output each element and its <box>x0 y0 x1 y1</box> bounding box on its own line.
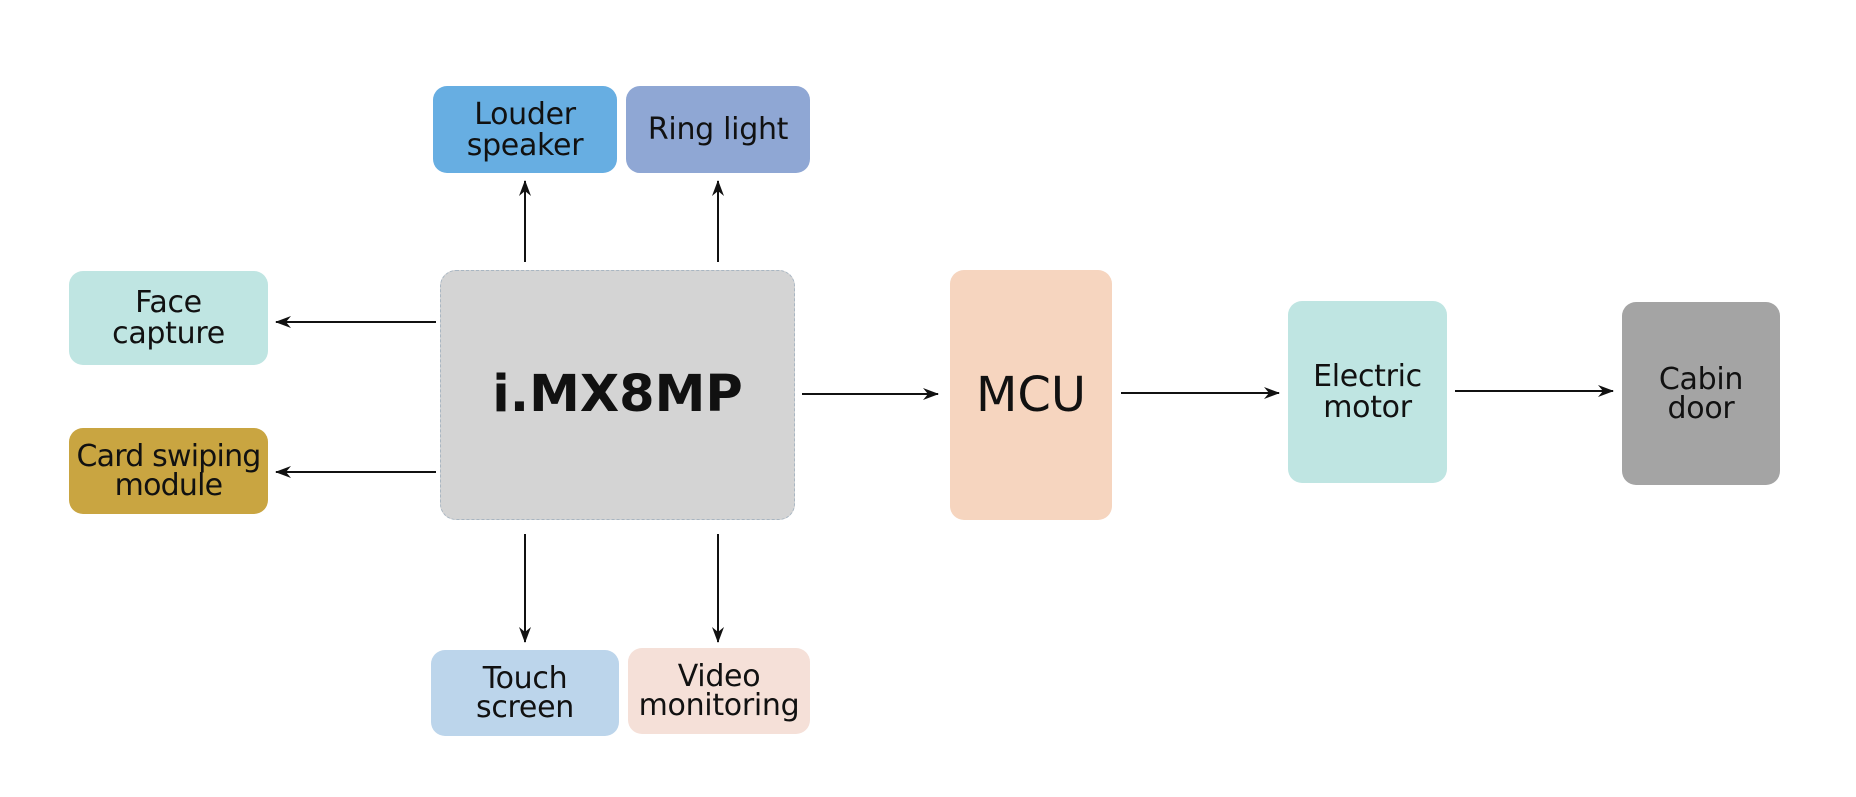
louder-speaker-block: Louder speaker <box>433 86 617 173</box>
face-capture-label-line2: capture <box>112 316 225 351</box>
video-monitoring-label-line1: Video <box>677 659 761 694</box>
louder-speaker-text: Louder speaker <box>467 99 584 161</box>
electric-motor-text: Electric motor <box>1313 361 1422 423</box>
touch-screen-text: Touch screen <box>476 661 574 725</box>
processor-label: i.MX8MP <box>492 365 743 424</box>
cabin-door-label-line2: door <box>1667 390 1735 426</box>
cabin-door-text: Cabin door <box>1658 361 1744 426</box>
touch-screen-label-line2: screen <box>476 690 574 725</box>
card-swiping-module-label-line2: module <box>114 468 223 503</box>
video-monitoring-block: Video monitoring <box>628 648 810 734</box>
mcu-block: MCU <box>950 270 1112 520</box>
louder-speaker-label-line2: speaker <box>466 127 584 163</box>
face-capture-text: Face capture <box>112 287 225 349</box>
video-monitoring-text: Video monitoring <box>638 659 800 723</box>
ring-light-label: Ring light <box>647 112 789 147</box>
touch-screen-block: Touch screen <box>431 650 619 736</box>
card-swiping-module-label-line1: Card swiping <box>76 439 261 474</box>
cabin-door-label-line1: Cabin <box>1658 361 1744 397</box>
processor-block: i.MX8MP <box>440 270 795 520</box>
face-capture-block: Face capture <box>69 271 268 365</box>
electric-motor-label-line1: Electric <box>1313 359 1422 394</box>
ring-light-block: Ring light <box>626 86 810 173</box>
cabin-door-block: Cabin door <box>1622 302 1780 485</box>
louder-speaker-label-line1: Louder <box>474 96 576 132</box>
card-swiping-module-block: Card swiping module <box>69 428 268 514</box>
face-capture-label-line1: Face <box>135 285 202 320</box>
video-monitoring-label-line2: monitoring <box>638 688 800 723</box>
electric-motor-block: Electric motor <box>1288 301 1447 483</box>
electric-motor-label-line2: motor <box>1323 390 1412 425</box>
card-swiping-module-text: Card swiping module <box>76 439 261 503</box>
touch-screen-label-line1: Touch <box>482 661 568 696</box>
mcu-label: MCU <box>975 367 1087 423</box>
